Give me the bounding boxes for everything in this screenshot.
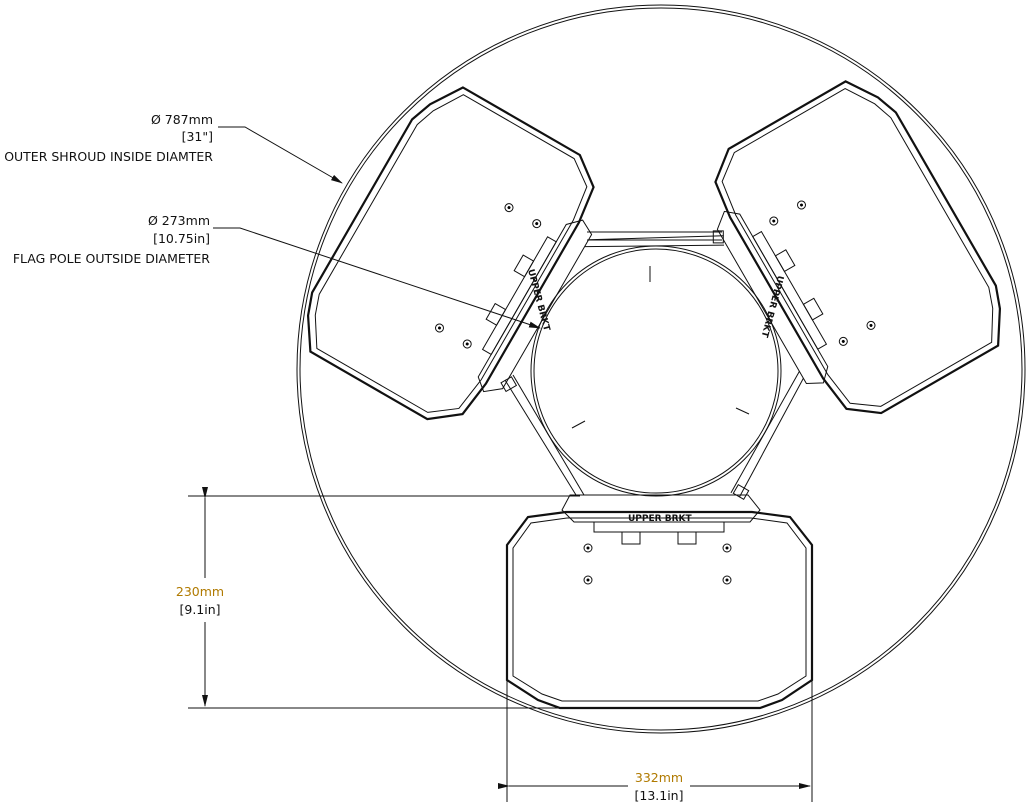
outer-shroud-circle <box>296 4 1026 734</box>
upper-right-panel <box>580 66 1025 501</box>
flag-pole-callout: Ø 273mm [10.75in] FLAG POLE OUTSIDE DIAM… <box>13 213 541 329</box>
svg-text:Ø 273mm: Ø 273mm <box>148 213 210 228</box>
svg-text:[13.1in]: [13.1in] <box>635 788 684 803</box>
svg-text:FLAG POLE OUTSIDE DIAMETER: FLAG POLE OUTSIDE DIAMETER <box>13 251 210 266</box>
svg-text:[31"]: [31"] <box>182 129 213 144</box>
svg-text:[10.75in]: [10.75in] <box>153 231 210 246</box>
bracket-label: UPPER BRKT <box>628 514 692 524</box>
svg-text:230mm: 230mm <box>176 584 224 599</box>
panel-height-dimension: 230mm [9.1in] <box>176 487 610 709</box>
svg-text:332mm: 332mm <box>635 770 683 785</box>
svg-text:OUTER SHROUD INSIDE DIAMTER: OUTER SHROUD INSIDE DIAMTER <box>4 149 213 164</box>
upper-left-panel <box>285 70 730 506</box>
panel-width-dimension: 332mm [13.1in] <box>498 680 813 803</box>
svg-text:Ø 787mm: Ø 787mm <box>151 112 213 127</box>
flag-pole-circle <box>530 245 782 497</box>
bottom-panel: UPPER BRKT <box>503 373 814 710</box>
outer-shroud-callout: Ø 787mm [31"] OUTER SHROUD INSIDE DIAMTE… <box>4 112 343 184</box>
svg-text:[9.1in]: [9.1in] <box>179 602 220 617</box>
